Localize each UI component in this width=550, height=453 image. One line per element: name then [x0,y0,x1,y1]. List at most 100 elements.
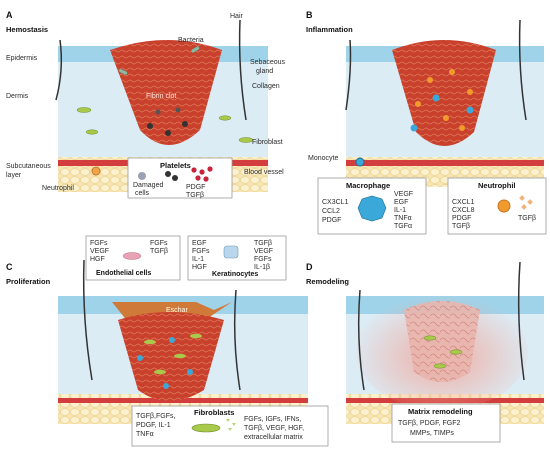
fibrin-clot [110,40,222,145]
bacteria-icons [118,46,200,76]
cytokine-diamonds-icon [519,195,533,210]
fibroblasts-in-0: TGFβ,FGFs, [136,413,175,420]
secreted-factors-icon [226,419,236,431]
fibroblasts-title: Fibroblasts [194,408,234,417]
keratinocyte-out-0: TGFβ [254,240,272,247]
macrophage-callout: Macrophage CX3CL1 CCL2 PDGF VEGF EGF IL-… [317,177,427,235]
neutrophil-left-3: TGFβ [452,223,470,230]
factor-dots-icon [191,166,213,182]
neutrophil-title: Neutrophil [478,181,516,190]
hair-d-left [357,289,365,391]
blood-vessel-c [58,398,308,403]
endothelial-in-1: VEGF [90,248,109,255]
remodeling-line-1: MMPs, TIMPs [410,430,454,437]
platelet-dots [147,107,188,136]
damaged-cells-label: Damaged [133,182,163,189]
endothelial-cell-icon [122,252,142,260]
macrophage-left-0: CX3CL1 [322,199,349,206]
neutrophil-right-0: TGFβ [518,215,536,222]
label-blood-vessel: Blood vessel [244,169,284,176]
inflammatory-cells [410,69,474,132]
label-fibrin-clot: Fibrin clot [146,93,176,100]
platelet-factor-tgfb: TGFβ [186,192,204,199]
macrophage-right-1: EGF [394,199,408,206]
fibroblasts-in-2: TNFα [136,431,154,438]
endothelial-in-0: FGFs [90,240,108,247]
label-hair: Hair [230,13,244,20]
keratinocyte-callout: EGF FGFs IL-1 HGF TGFβ VEGF FGFs IL-1β K… [187,235,287,281]
keratinocyte-in-0: EGF [192,240,206,247]
fibroblasts-in-1: PDGF, IL-1 [136,422,171,429]
remodeling-line-0: TGFβ, PDGF, FGF2 [398,420,460,427]
panel-d-title: Remodeling [306,277,349,286]
panel-a-title: Hemostasis [6,25,48,34]
panel-a-hemostasis: A Hemostasis Epidermis Dermis Subcutaneo… [6,10,286,199]
keratinocyte-out-3: IL-1β [254,264,270,271]
endothelial-title: Endothelial cells [96,270,151,277]
neutrophil-cell [91,166,101,176]
platelets-callout: Platelets Damaged cells PDGF TGFβ [127,157,233,199]
keratinocyte-cell-icon [223,245,239,259]
monocyte-cell [355,157,365,167]
panel-b-letter: B [306,10,313,20]
label-epidermis: Epidermis [6,55,38,62]
panel-c-proliferation: C Proliferation Eschar FGFs VEGF HGF FGF… [6,235,329,447]
damaged-cell-icon [138,172,146,180]
label-dermis: Dermis [6,93,29,100]
hair-left [55,39,63,101]
hair-b-right [518,19,527,121]
panel-b-inflammation: B Inflammation Monocyte Macrophage CX3CL… [306,10,547,235]
platelet-factor-pdgf: PDGF [186,184,205,191]
label-sebaceous: Sebaceous [250,59,286,66]
neutrophil-callout: Neutrophil CXCL1 CXCL8 PDGF TGFβ TGFβ [447,177,547,235]
keratinocyte-out-2: FGFs [254,256,272,263]
label-fibroblast: Fibroblast [252,139,283,146]
fibroblasts-out-2: extracellular matrix [244,434,303,441]
hair-b-left [345,39,352,111]
label-collagen: Collagen [252,83,280,90]
endothelial-callout: FGFs VEGF HGF FGFs TGFβ Endothelial cell… [85,235,181,281]
hair-d-right [517,261,525,381]
keratinocyte-in-1: FGFs [192,248,210,255]
fibroblasts-callout: Fibroblasts TGFβ,FGFs, PDGF, IL-1 TNFα F… [131,405,329,447]
proliferation-cells [137,333,202,389]
macrophage-right-2: IL-1 [394,207,406,214]
macrophage-icon [357,195,387,222]
label-eschar: Eschar [166,307,188,314]
endothelial-out-0: FGFs [150,240,168,247]
label-neutrophil: Neutrophil [42,185,74,192]
keratinocyte-in-2: IL-1 [192,256,204,263]
keratinocyte-title: Keratinocytes [212,271,258,278]
label-monocyte: Monocyte [308,155,338,162]
remodeling-fibroblasts [423,335,463,369]
macrophage-title: Macrophage [346,181,390,190]
hair-icon [238,19,247,121]
keratinocyte-out-1: VEGF [254,248,273,255]
neutrophil-left-1: CXCL8 [452,207,475,214]
panel-c-title: Proliferation [6,277,51,286]
remodeling-callout: Matrix remodeling TGFβ, PDGF, FGF2 MMPs,… [391,403,501,443]
neutrophil-left-0: CXCL1 [452,199,475,206]
label-subcutaneous: Subcutaneous [6,163,51,170]
fibroblast-cell-icon [191,423,221,433]
neutrophil-icon [497,199,511,213]
wound-clot-b [392,40,496,146]
platelets-title: Platelets [160,161,191,170]
neutrophil-left-2: PDGF [452,215,471,222]
endothelial-in-2: HGF [90,256,105,263]
macrophage-right-3: TNFα [394,215,412,222]
endothelial-out-1: TGFβ [150,248,168,255]
panel-d-letter: D [306,262,313,272]
label-sebaceous-2: gland [256,68,273,75]
scar-tissue [404,301,480,382]
panel-c-letter: C [6,262,13,272]
hair-c-left [82,259,93,381]
panel-d-remodeling: D Remodeling Matrix remodeling TGFβ, PDG… [306,261,544,443]
damaged-cells-label-2: cells [135,190,150,197]
keratinocyte-in-3: HGF [192,264,207,271]
fibroblasts-out-0: FGFs, IGFs, IFNs, [244,416,301,423]
panel-b-title: Inflammation [306,25,353,34]
macrophage-right-4: TGFα [394,223,412,230]
hair-c-right [233,289,241,391]
